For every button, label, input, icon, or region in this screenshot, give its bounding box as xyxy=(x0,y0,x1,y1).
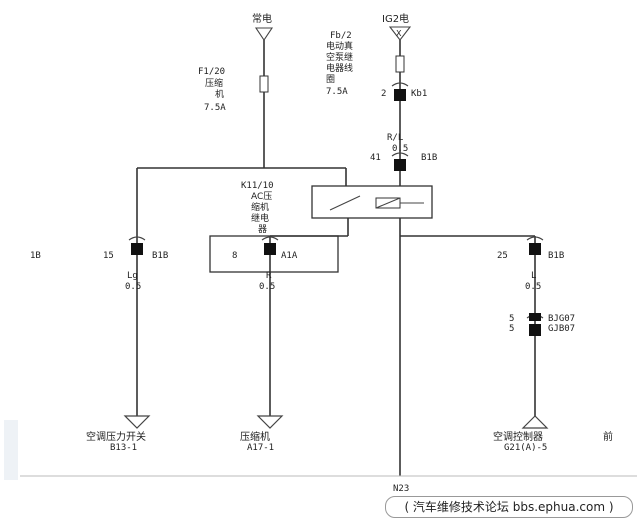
conn-8-cup xyxy=(261,236,279,241)
left-edge-label: 1B xyxy=(30,251,41,261)
conn-gj-id-bottom: GJB07 xyxy=(548,324,575,334)
left-edge-mark xyxy=(4,420,18,480)
conn-41-id: B1B xyxy=(421,153,437,163)
conn-41-cup xyxy=(391,152,409,157)
conn-25-pin: 25 xyxy=(497,251,508,261)
conn-15-block xyxy=(131,243,143,255)
constant-power-terminal xyxy=(254,27,274,41)
fuse-compressor-rating: 7.5A xyxy=(204,103,226,113)
ground-controller-symbol xyxy=(521,415,549,429)
relay-box xyxy=(311,185,433,219)
conn-15-id: B1B xyxy=(152,251,168,261)
relay-line1: AC压 xyxy=(251,191,272,202)
ground-compressor-symbol xyxy=(256,415,284,429)
conn-gj-block-top xyxy=(529,313,541,321)
fuse-compressor-id: F1/20 xyxy=(198,67,225,77)
relay-id: K11/10 xyxy=(241,181,274,191)
conn-8-id: A1A xyxy=(281,251,298,261)
ground-pressure-switch-code: B13-1 xyxy=(110,443,137,453)
fuse-compressor-name-2: 机 xyxy=(215,88,224,100)
conn-gj-pin-top: 5 xyxy=(509,314,514,324)
ground-controller-name: 空调控制器 xyxy=(493,430,543,443)
ground-pressure-switch-symbol xyxy=(123,415,151,429)
ig2-terminal-x: X xyxy=(396,29,402,38)
conn-15-cup xyxy=(128,236,146,241)
conn-gj-block-bottom xyxy=(529,324,541,336)
relay-switch-contact xyxy=(329,195,361,211)
wire-rl-size: 0.5 xyxy=(392,144,408,154)
conn-kb1-id: Kb1 xyxy=(411,89,427,99)
constant-power-label: 常电 xyxy=(252,12,272,25)
fuse-compressor-name-1: 压缩 xyxy=(205,77,223,89)
ground-compressor-code: A17-1 xyxy=(247,443,274,453)
compressor-connector-box xyxy=(209,235,339,273)
conn-kb1-block xyxy=(394,89,406,101)
conn-kb1-pin: 2 xyxy=(381,89,386,99)
wire-r-color: R xyxy=(266,271,272,281)
fuse-fan-relay-symbol xyxy=(395,55,405,73)
relay-line2: 缩机 xyxy=(251,201,269,213)
conn-gj-id-top: BJG07 xyxy=(548,314,575,324)
fuse-fan-relay-id: Fb/2 xyxy=(330,31,352,41)
relay-line3: 继电 xyxy=(251,212,269,224)
relay-coil-diagonal xyxy=(375,197,401,209)
conn-8-pin: 8 xyxy=(232,251,237,261)
fuse-fan-relay-line4: 圈 xyxy=(326,74,335,85)
fuse-fan-relay-line3: 电器线 xyxy=(326,62,353,74)
wire-lg-color: Lg xyxy=(127,271,138,281)
conn-gj-pin-bottom: 5 xyxy=(509,324,514,334)
conn-25-cup xyxy=(526,236,544,241)
wire-lg-size: 0.5 xyxy=(125,282,141,292)
ground-controller-code: G21(A)-5 xyxy=(504,443,547,453)
forum-watermark: ( 汽车维修技术论坛 bbs.ephua.com ) xyxy=(385,496,633,518)
ground-compressor-name: 压缩机 xyxy=(240,430,270,443)
wire-rl-color: R/L xyxy=(387,133,403,143)
ig2-power-label: IG2电 xyxy=(382,12,409,25)
relay-line4: 器 xyxy=(258,224,267,235)
ig2-power-terminal xyxy=(388,26,412,41)
conn-25-block xyxy=(529,243,541,255)
conn-41-pin: 41 xyxy=(370,153,381,163)
conn-15-pin: 15 xyxy=(103,251,114,261)
conn-8-block xyxy=(264,243,276,255)
conn-41-block xyxy=(394,159,406,171)
conn-kb1-cup xyxy=(391,82,409,87)
wire-r-size: 0.5 xyxy=(259,282,275,292)
conn-25-id: B1B xyxy=(548,251,564,261)
fuse-fan-relay-rating: 7.5A xyxy=(326,87,348,97)
bottom-node-label: N23 xyxy=(393,484,409,494)
wire-l-size: 0.5 xyxy=(525,282,541,292)
wire-l-color: L xyxy=(531,271,536,281)
fuse-fan-relay-line2: 空泵继 xyxy=(326,51,353,63)
right-edge-label: 前 xyxy=(603,430,613,443)
ground-pressure-switch-name: 空调压力开关 xyxy=(86,430,146,443)
fuse-compressor-symbol xyxy=(259,75,269,93)
fuse-fan-relay-line1: 电动真 xyxy=(326,40,353,52)
